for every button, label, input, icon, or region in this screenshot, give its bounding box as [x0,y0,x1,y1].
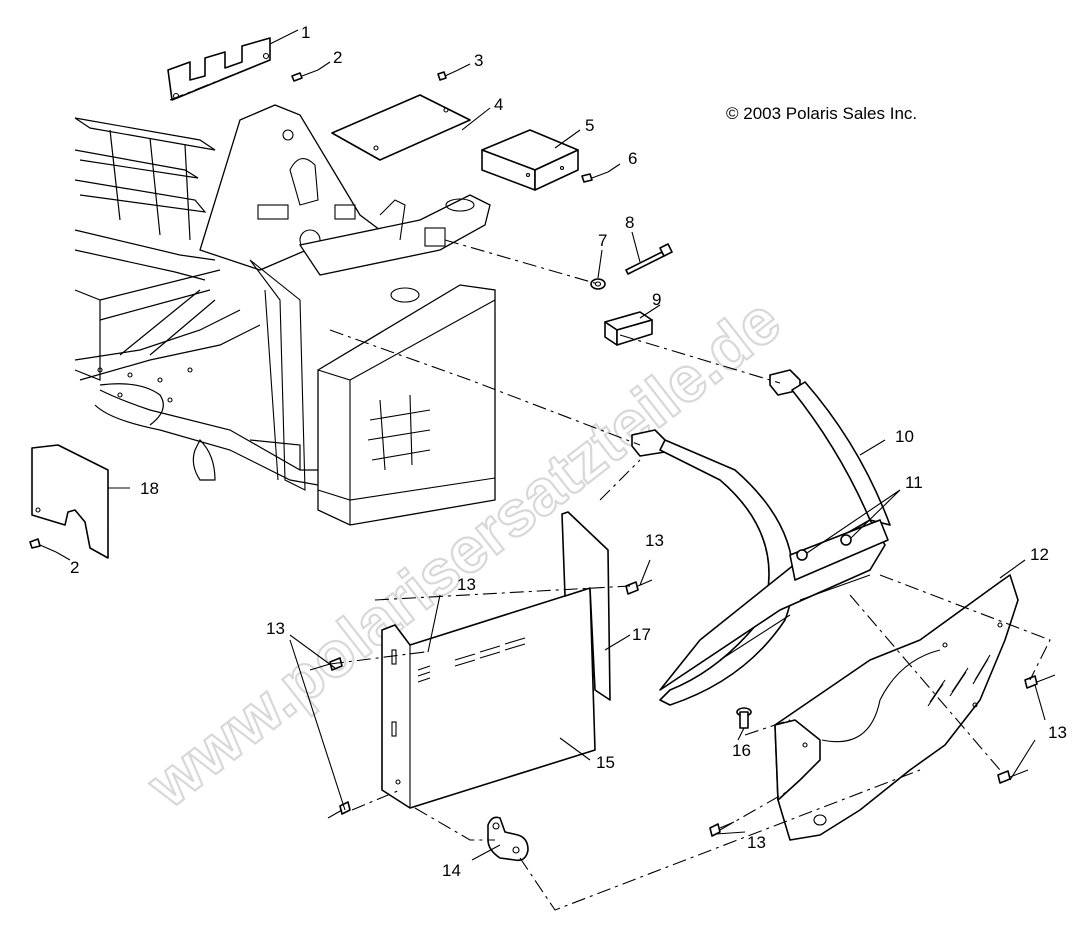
part-7-nut [590,278,606,290]
copyright-notice: © 2003 Polaris Sales Inc. [726,104,917,123]
callout-13-bottom: 13 [747,833,766,852]
part-3-screw [437,69,459,81]
part-10-bumper [631,369,891,706]
callout-5: 5 [585,116,594,135]
part-9-block [604,311,653,346]
radiator-box [317,284,496,526]
callout-13-right: 13 [1048,723,1067,742]
part-17-panel [561,511,611,701]
chassis-frame [74,117,330,486]
part-18-panel [31,444,109,559]
part-8-bolt [625,243,673,275]
part-4-pad [331,94,471,161]
callout-14: 14 [442,861,461,880]
callout-11: 11 [905,473,923,492]
callout-3: 3 [474,51,483,70]
callout-4: 4 [494,95,503,114]
callout-17: 17 [632,625,651,644]
callout-13-top-right: 13 [645,531,664,550]
part-16-bolt [736,707,752,729]
part-2-screw [291,69,319,82]
callout-7: 7 [598,231,607,250]
part-14-bracket [487,816,529,862]
callouts: 1 2 3 4 5 6 7 8 9 10 11 12 13 13 13 13 1… [70,23,1067,880]
callout-8: 8 [625,213,634,232]
callout-13-left: 13 [266,619,285,638]
part-2b-screw [29,538,57,553]
part-15-panel [381,587,596,809]
callout-12: 12 [1030,545,1049,564]
callout-13-top-center: 13 [457,575,476,594]
callout-18: 18 [140,479,159,498]
part-5-shield [481,129,579,191]
part-12-skid-plate [774,574,1019,841]
part-6-screw [581,171,609,183]
front-crossmember [298,194,491,276]
assembly-lines [169,59,1051,911]
leader-lines [55,29,1046,861]
callout-2-lower: 2 [70,558,79,577]
callout-1: 1 [301,23,310,42]
callout-6: 6 [628,149,637,168]
callout-9: 9 [652,290,661,309]
part-11-grommets [796,534,852,561]
steering-support-plate [199,104,382,491]
part-1-bracket [167,37,271,101]
callout-10: 10 [895,427,914,446]
callout-16: 16 [732,741,751,760]
callout-2: 2 [333,48,342,67]
callout-15: 15 [596,753,615,772]
